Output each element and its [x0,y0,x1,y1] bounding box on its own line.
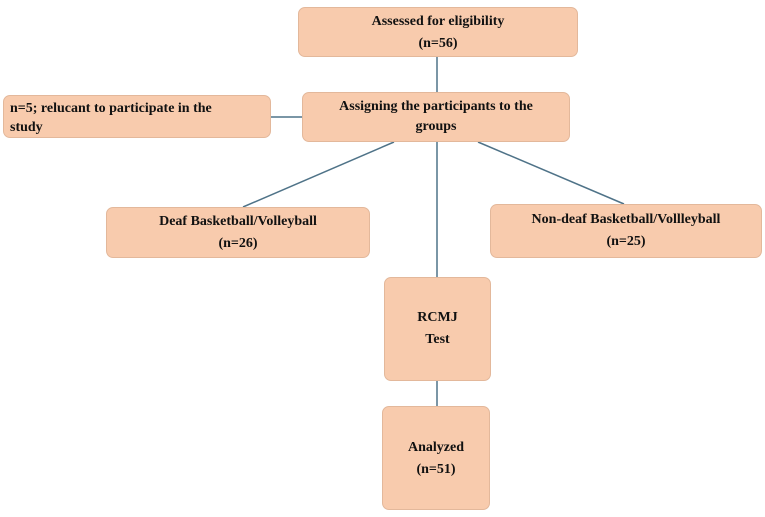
assignment-box: Assigning the participants to the groups [302,92,570,142]
assignment-label-line2: groups [415,119,457,134]
analyzed-box: Analyzed (n=51) [382,406,490,510]
analyzed-label: Analyzed [408,440,464,455]
deaf-group-label: Deaf Basketball/Volleyball [159,214,317,229]
nondeaf-group-box: Non-deaf Basketball/Vollleyball (n=25) [490,204,762,258]
nondeaf-group-label: Non-deaf Basketball/Vollleyball [531,212,721,227]
rcmj-label: RCMJ [417,310,458,325]
eligibility-label: Assessed for eligibility [371,14,505,29]
rcmj-test-box: RCMJ Test [384,277,491,381]
excluded-label-line2: study [10,120,43,135]
eligibility-box: Assessed for eligibility (n=56) [298,7,578,57]
analyzed-count: (n=51) [416,462,456,477]
eligibility-count: (n=56) [418,36,458,51]
connector-assign-to-nondeaf [477,141,625,205]
assignment-label-line1: Assigning the participants to the [339,99,533,114]
excluded-label-line1: n=5; relucant to participate in the [10,101,212,116]
deaf-group-count: (n=26) [218,236,258,251]
rcmj-sublabel: Test [425,332,450,347]
deaf-group-box: Deaf Basketball/Volleyball (n=26) [106,207,370,258]
connector-assign-to-deaf [242,141,395,208]
nondeaf-group-count: (n=25) [606,234,646,249]
excluded-box: n=5; relucant to participate in the stud… [3,95,271,138]
